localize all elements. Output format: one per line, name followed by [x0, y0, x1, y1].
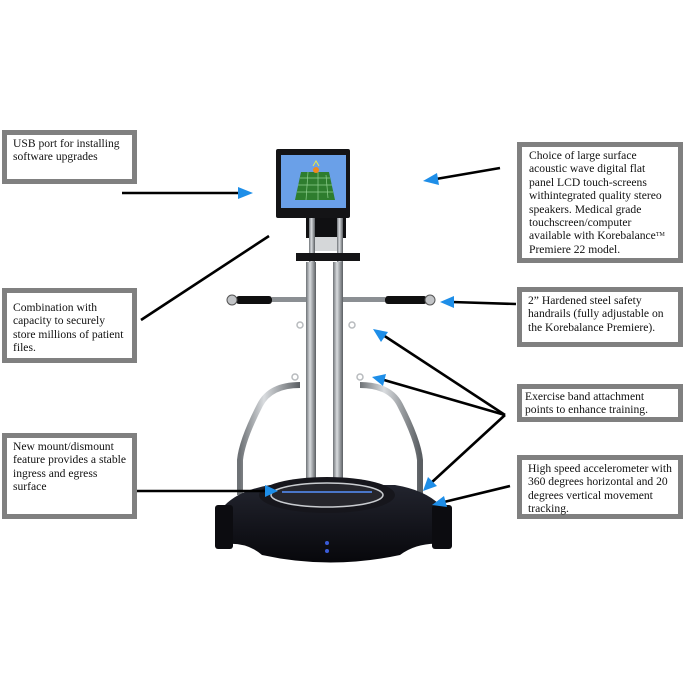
callout-usb-port: USB port for installing software upgrade… — [2, 130, 137, 184]
handrails — [226, 294, 436, 306]
callout-storage: Combination with capacity to securely st… — [2, 288, 137, 363]
callout-text: Choice of large surface acoustic wave di… — [529, 149, 662, 243]
arrowhead-icons — [238, 173, 454, 507]
callout-accelerometer: High speed accelerometer with 360 degree… — [517, 455, 683, 519]
callout-text: Exercise band attachment points to enhan… — [525, 390, 648, 417]
callout-band-points: Exercise band attachment points to enhan… — [517, 384, 683, 422]
band-attachments — [291, 321, 364, 381]
maze-icon — [295, 172, 335, 200]
monitor — [276, 149, 350, 218]
callout-text: 2” Hardened steel safety handrails (full… — [528, 294, 664, 334]
callout-text: USB port for installing software upgrade… — [13, 137, 120, 164]
callout-text: Combination with capacity to securely st… — [13, 301, 124, 355]
callout-touchscreen: Choice of large surface acoustic wave di… — [517, 142, 683, 263]
callout-text: New mount/dismount feature provides a st… — [13, 440, 126, 494]
trademark-mark: TM — [655, 232, 665, 239]
callout-text: High speed accelerometer with 360 degree… — [528, 462, 672, 516]
callout-text-cont: Premiere 22 model. — [529, 242, 621, 256]
callout-handrails: 2” Hardened steel safety handrails (full… — [517, 287, 683, 347]
base-platform — [215, 477, 452, 563]
leader-lines — [122, 166, 517, 504]
callout-mount-dismount: New mount/dismount feature provides a st… — [2, 433, 137, 519]
